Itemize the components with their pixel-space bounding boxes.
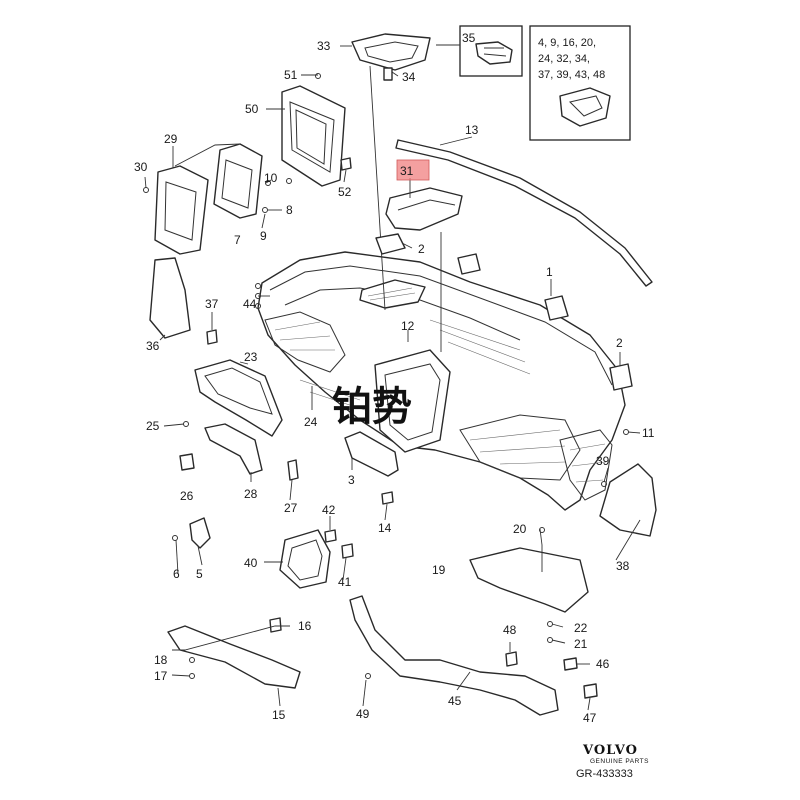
callout-labels: 1 2 2 3 5 6 7 8 9 10 11 12 13 14 15 16 1… [134,31,655,725]
part-42-clip [324,529,337,543]
callout-16: 16 [298,619,312,633]
callout-51: 51 [284,68,298,82]
callout-48: 48 [503,623,517,637]
part-31-cover [385,178,463,352]
callout-18: 18 [154,653,168,667]
callout-13: 13 [465,123,479,137]
callout-35: 35 [462,31,476,45]
callout-40: 40 [244,556,258,570]
callout-20: 20 [513,522,527,536]
part-1-vent [544,295,569,321]
part-50-frame [266,85,346,187]
callout-31: 31 [400,164,414,178]
part-5-hook [189,517,211,549]
callout-2a: 2 [418,242,425,256]
volvo-logo: VOLVO [582,743,638,758]
inset-common-parts: 4, 9, 16, 20, 24, 32, 34, 37, 39, 43, 48 [529,25,631,141]
callout-21: 21 [574,637,588,651]
part-45-crossmember [349,595,559,716]
callout-42: 42 [322,503,336,517]
callout-7: 7 [234,233,241,247]
callout-37: 37 [205,297,219,311]
callout-30: 30 [134,160,148,174]
callout-19: 19 [432,563,446,577]
callout-38: 38 [616,559,630,573]
part-16-clip [269,617,282,633]
callout-5: 5 [196,567,203,581]
highlight-31 [396,159,430,181]
callout-23: 23 [244,350,258,364]
callout-27: 27 [284,501,298,515]
part-14-clip [381,491,394,505]
callout-17: 17 [154,669,168,683]
part-26-cap [179,453,195,471]
inset-line-1: 4, 9, 16, 20, [538,37,596,49]
part-2-vent-upper [375,233,406,255]
callout-2b: 2 [616,336,623,350]
part-36-left-side-panel [149,257,191,339]
brand-tagline: GENUINE PARTS [590,758,649,765]
part-37-clip [206,329,218,345]
part-vent-center [457,253,481,275]
callout-6: 6 [173,567,180,581]
callout-8: 8 [286,203,293,217]
callout-39: 39 [596,454,610,468]
part-46-clip [563,657,578,671]
part-40-switch-frame [279,529,331,589]
part-27-clip [287,459,299,481]
callout-33: 33 [317,39,331,53]
diagram-reference: GR-433333 [576,768,633,780]
callout-46: 46 [596,657,610,671]
part-23-instrument-hood [194,359,283,437]
part-38-right-side-panel [599,463,657,537]
part-2-vent-lower [609,363,633,391]
callout-10: 10 [264,171,278,185]
callout-29: 29 [164,132,178,146]
inset-35 [436,25,523,77]
callout-15: 15 [272,708,286,722]
callout-11: 11 [642,426,655,440]
callout-36: 36 [146,339,160,353]
part-48-clip [505,651,518,667]
callout-9: 9 [260,229,267,243]
callout-41: 41 [338,575,352,589]
callout-26: 26 [180,489,194,503]
callout-14: 14 [378,521,392,535]
callout-24: 24 [304,415,318,429]
callout-22: 22 [574,621,588,635]
part-52-clip [340,157,352,171]
callout-28: 28 [244,487,258,501]
callout-12: 12 [401,319,415,333]
callout-34: 34 [402,70,416,84]
callout-25: 25 [146,419,160,433]
part-29-display-frame [154,146,209,255]
callout-1: 1 [546,265,553,279]
callout-3: 3 [348,473,355,487]
watermark: 铂势 [332,383,412,430]
part-13-trim-strip [395,139,653,287]
callout-52: 52 [338,185,352,199]
part-41-clip [341,543,354,559]
part-28-bracket [204,423,263,475]
callout-50: 50 [245,102,259,116]
dashboard-main-panel [257,251,626,511]
part-19-tunnel-bracket [469,547,589,613]
inset-line-2: 24, 32, 34, [538,53,590,65]
leader-lines [144,71,641,711]
part-33-top-cover [340,33,431,311]
callout-45: 45 [448,694,462,708]
part-47-clip [583,683,598,699]
inset-line-3: 37, 39, 43, 48 [538,69,605,81]
part-15-reinforcement [167,625,301,689]
callout-47: 47 [583,711,597,725]
callout-49: 49 [356,707,370,721]
part-7-screen [213,143,263,219]
callout-44: 44 [243,297,257,311]
